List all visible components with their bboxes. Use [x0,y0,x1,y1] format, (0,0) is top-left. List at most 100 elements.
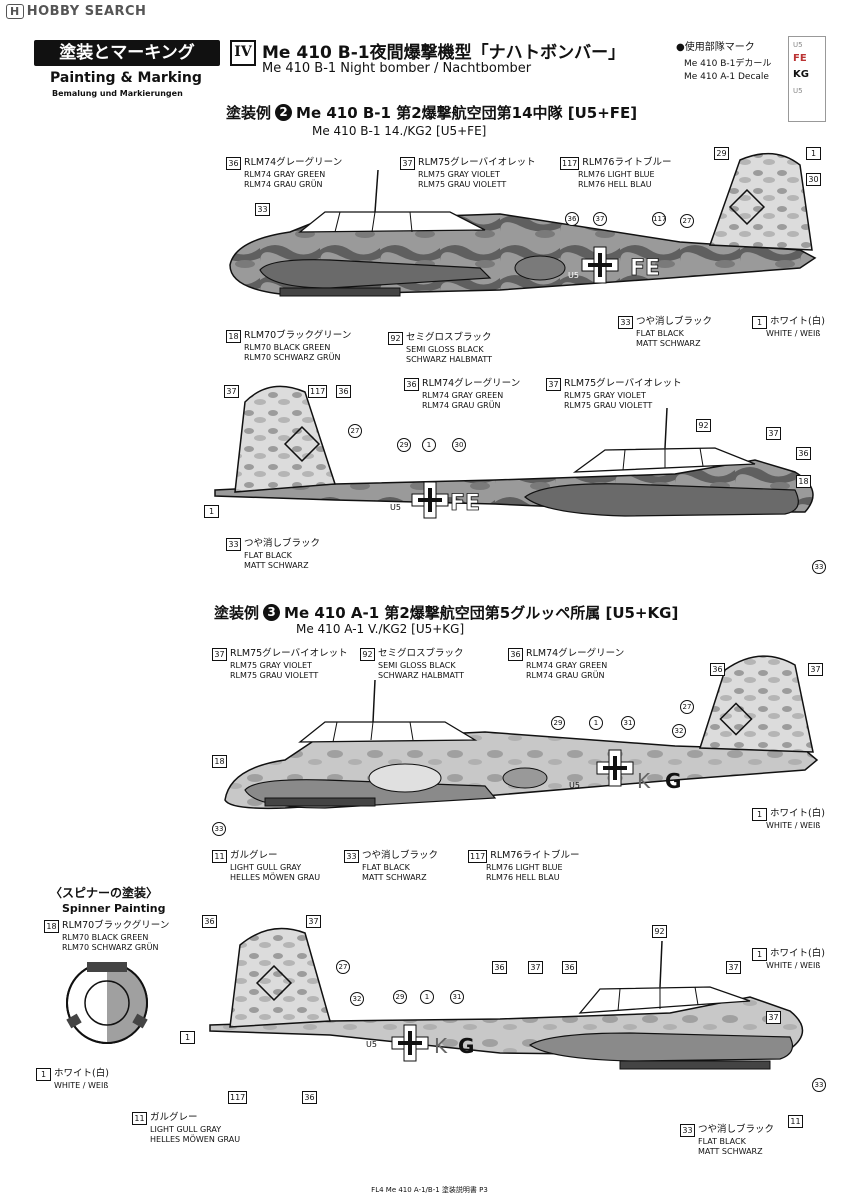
callout: 117 [228,1091,248,1104]
callout: 37 [306,908,324,928]
decal-code: FE [793,53,807,64]
callout: 36 [565,206,579,226]
decal-sheet-thumbnail: U5 FE KG U5 [788,36,826,122]
scheme3-side-view-aircraft: K G U5 [224,655,819,810]
callout: 37 [726,954,744,974]
fuselage-code-u5: U5 [366,1040,377,1049]
callout: 27 [336,954,350,974]
callout: 37 [766,420,784,440]
callout: 33 [812,554,826,574]
watermark-logo: H [6,4,24,19]
decal-code: KG [793,69,809,80]
decal-panel-line1: Me 410 B-1デカール [684,59,772,69]
spinner-title-jp: 〈スピナーの塗装〉 [50,886,159,900]
scheme2-opposite-side-view-aircraft: FE U5 [214,385,814,519]
callout: 1 [204,498,222,518]
callout: 37 [766,1004,784,1024]
callout: 36 [202,908,220,928]
callout: 31 [621,710,635,730]
scheme3-title-en: Me 410 A-1 V./KG2 [U5+KG] [296,622,465,636]
callout: 27 [348,418,362,438]
callout: 33 [812,1072,826,1092]
scheme2-prefix: 塗装例 [226,104,272,122]
callout: 29 [393,984,407,1004]
callout: 32 [350,986,364,1006]
chapter-roman-numeral: IV [230,40,256,66]
callout: 37 [224,378,242,398]
callout: 1 [806,140,824,160]
decal-panel-line2: Me 410 A-1 Decale [684,72,769,82]
callout: 36 [302,1084,320,1104]
callout: 36 [492,954,510,974]
callout: 36 [796,440,814,460]
callout: 37 [593,206,607,226]
section-title-de: Bemalung und Markierungen [52,89,183,98]
callout: 31 [450,984,464,1004]
callout: 37 [528,954,546,974]
callout: 36 [562,954,580,974]
callout: 27 [680,208,694,228]
callout: 30 [806,166,824,186]
callout: 18 [796,468,814,488]
fuselage-code-k: K [637,769,651,793]
callout: 1 [589,710,603,730]
spinner-diagram [66,962,148,1044]
scheme3-prefix: 塗装例 [214,604,260,622]
callout: 37 [808,656,826,676]
section-title-jp: 塗装とマーキング [34,40,220,66]
callout: 1 [180,1024,198,1044]
fuselage-code-u5: U5 [390,503,401,512]
callout: 33 [255,196,273,216]
main-title-jp: Me 410 B-1夜間爆撃機型「ナハトボンバー」 [262,43,626,63]
scheme2-number: 2 [275,104,293,121]
callout: 36 [336,378,354,398]
callout: 27 [680,694,694,714]
scheme3-number: 3 [263,604,281,621]
callout: 92 [652,918,670,938]
callout: 1 [420,984,434,1004]
callout: 36 [710,656,728,676]
decal-code: U5 [793,87,803,95]
callout: 32 [672,718,686,738]
callout: 117 [652,206,666,226]
spinner-title-en: Spinner Painting [62,902,166,915]
callout: 18 [212,748,230,768]
scheme3-opposite-side-view-aircraft: K G U5 [209,927,804,1070]
callout: 92 [696,412,714,432]
decal-panel-title: ●使用部隊マーク [676,42,755,53]
scheme2-side-view-aircraft: FE U5 [229,152,817,297]
main-title-en: Me 410 B-1 Night bomber / Nachtbomber [262,61,532,76]
callout: 29 [714,140,732,160]
decal-code: U5 [793,41,803,49]
callout: 117 [308,385,328,398]
fuselage-code-g: G [665,769,681,793]
callout: 29 [397,432,411,452]
callout: 33 [212,816,226,836]
fuselage-code-k: K [434,1034,448,1058]
section-title-en: Painting & Marking [50,70,202,86]
callout: 29 [551,710,565,730]
fuselage-code-fe: FE [630,256,660,281]
callout: 30 [452,432,466,452]
fuselage-code-u5: U5 [569,781,580,790]
scheme2-title-en: Me 410 B-1 14./KG2 [U5+FE] [312,124,487,138]
